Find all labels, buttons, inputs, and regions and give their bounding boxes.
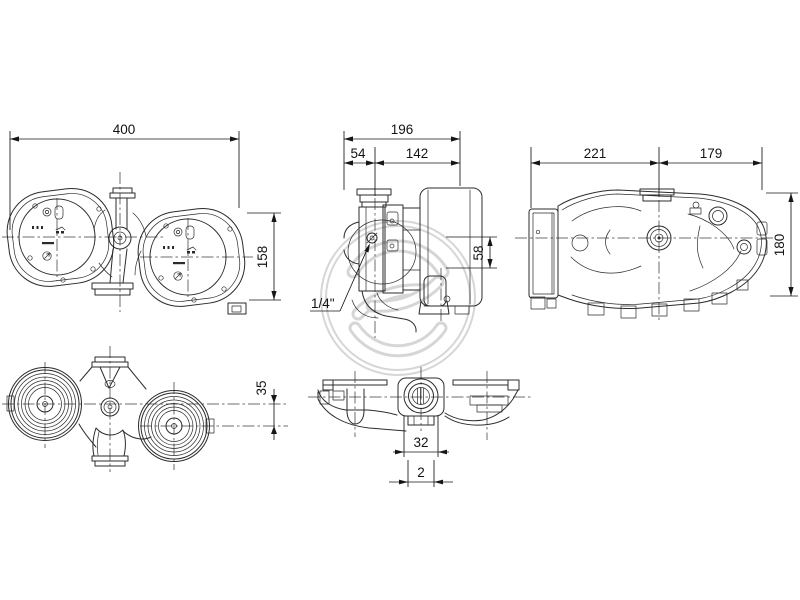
control-box (419, 187, 483, 307)
bottom-side-view: 32 2 (308, 367, 532, 487)
dim-top-221-179: 221 179 (530, 146, 763, 208)
control-panel-icons (32, 205, 66, 261)
stator-head-right (138, 390, 215, 462)
front-view: 400 158 (2, 122, 281, 315)
side-view-centerlines (374, 198, 442, 338)
foot-tab (227, 302, 247, 315)
dim-front-overall-width: 400 (9, 122, 240, 230)
bottom-front-centerlines (2, 346, 288, 472)
stator-head-left (6, 367, 82, 441)
pipe-flange (356, 188, 392, 196)
dim-label-2: 2 (417, 465, 425, 480)
dim-head-offset: 35 (254, 380, 277, 440)
bottom-front-view: 35 (2, 346, 288, 472)
front-view-centerlines (2, 172, 253, 312)
shaft-port (646, 225, 672, 251)
dim-label-400: 400 (113, 122, 136, 137)
dim-port-size: 2 (389, 460, 453, 487)
control-panel-icons (163, 225, 197, 281)
dim-label-54: 54 (350, 146, 366, 161)
bottom-front-manifold (78, 356, 152, 467)
dim-label-35: 35 (254, 380, 269, 395)
side-view-body (343, 187, 483, 333)
motor-head-right (137, 207, 246, 307)
vent-plug-callout: 1/4" (310, 243, 370, 312)
union-nut (397, 377, 445, 426)
dim-side-port-offset: 58 (446, 236, 497, 269)
dim-front-height: 158 (247, 212, 281, 301)
motor-head-left (6, 187, 115, 287)
foot-tab-inner (231, 305, 242, 313)
dim-label-196: 196 (391, 122, 414, 137)
bottom-side-body (317, 377, 520, 432)
dim-label-158: 158 (255, 246, 270, 269)
dim-label-vent: 1/4" (311, 296, 335, 311)
top-view-body (528, 188, 768, 319)
dim-label-58: 58 (471, 245, 486, 260)
dim-label-180: 180 (772, 234, 787, 257)
front-view-manifold (91, 187, 147, 296)
dim-label-142: 142 (406, 146, 429, 161)
dim-label-32: 32 (413, 435, 428, 450)
dim-side-54-142: 54 142 (344, 146, 460, 196)
dim-side-overall-depth: 196 (343, 122, 461, 190)
vent-plug (366, 232, 378, 244)
control-box-top (528, 208, 559, 299)
side-view: 196 54 142 58 1/4" (310, 122, 497, 338)
dim-label-179: 179 (700, 146, 723, 161)
dim-nut-width: 32 (393, 416, 449, 457)
dim-label-221: 221 (584, 146, 607, 161)
dim-top-width: 180 (766, 192, 798, 297)
top-view: 221 179 180 (515, 146, 798, 322)
